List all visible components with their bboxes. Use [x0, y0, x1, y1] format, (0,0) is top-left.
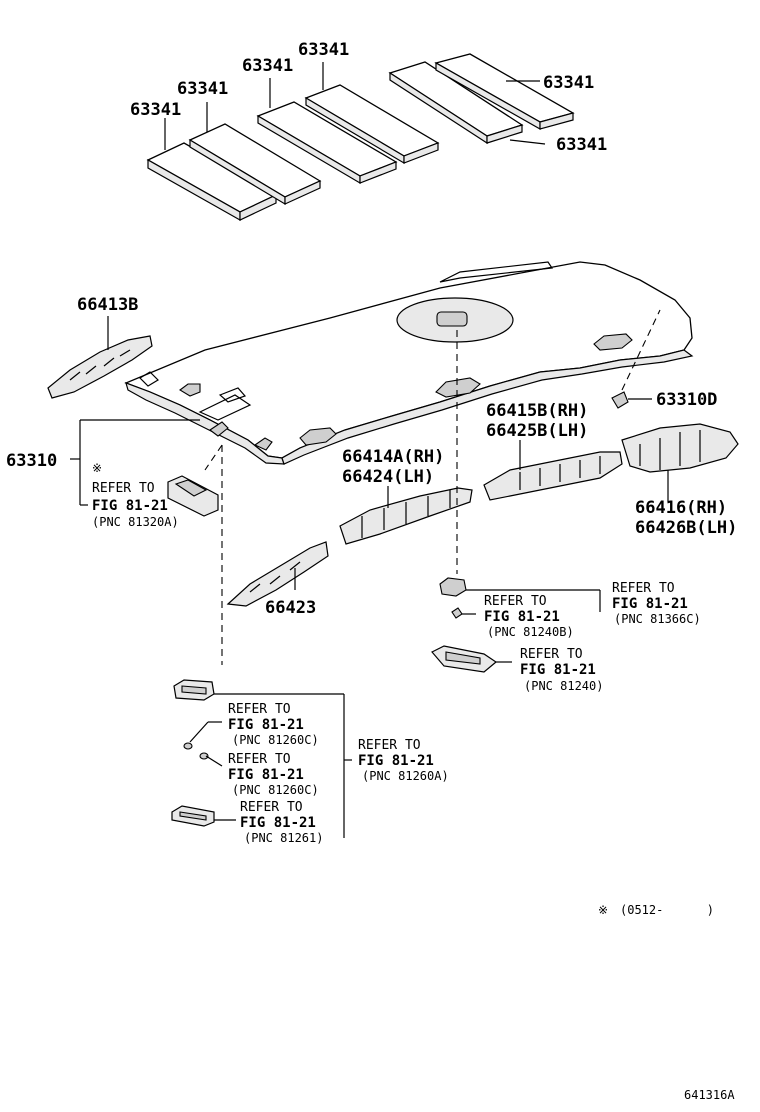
part-66414a	[339, 487, 473, 545]
ref-b-line2: FIG 81-21	[484, 609, 560, 625]
pad-label-5: 63341	[543, 73, 594, 93]
ref-f-line2: FIG 81-21	[228, 767, 304, 783]
pad-label-1: 63341	[130, 100, 181, 120]
ref-g-line1: REFER TO	[358, 738, 421, 753]
ref-f-line1: REFER TO	[228, 752, 291, 767]
figure-code: 641316A	[684, 1088, 735, 1102]
bulb-81260c-2	[199, 752, 209, 760]
ref-d-line2: FIG 81-21	[520, 662, 596, 678]
asterisk-mark: ※	[92, 461, 102, 475]
ref-h-line3: (PNC 81261)	[244, 831, 323, 845]
pad-label-6: 63341	[556, 135, 607, 155]
ref-e-line2: FIG 81-21	[228, 717, 304, 733]
room-lamp-81260a	[173, 679, 215, 701]
ref-e-line3: (PNC 81260C)	[232, 733, 319, 747]
pad-group	[146, 53, 575, 222]
label-66426b: 66426B(LH)	[635, 518, 737, 538]
headliner	[124, 261, 694, 465]
pad-2	[188, 123, 322, 206]
ref-c-line3: (PNC 81366C)	[614, 612, 701, 626]
label-66424: 66424(LH)	[342, 467, 434, 487]
label-66413b: 66413B	[77, 295, 138, 315]
bulb-81260c-1	[183, 742, 193, 750]
ref-h-line2: FIG 81-21	[240, 815, 316, 831]
map-lamp-81240	[431, 645, 498, 673]
roof-console-bracket	[167, 475, 219, 517]
ref-c-line2: FIG 81-21	[612, 596, 688, 612]
ref-b-line3: (PNC 81240B)	[487, 625, 574, 639]
pad-5	[388, 61, 524, 145]
label-66423: 66423	[265, 598, 316, 618]
ref-a-line2: FIG 81-21	[92, 498, 168, 514]
part-66415b	[483, 451, 623, 501]
label-66415b: 66415B(RH)	[486, 401, 588, 421]
lens-81261	[171, 805, 215, 827]
label-66416: 66416(RH)	[635, 498, 727, 518]
ref-g-line3: (PNC 81260A)	[362, 769, 449, 783]
ref-d-line1: REFER TO	[520, 647, 583, 662]
pad-4	[304, 84, 440, 165]
ref-f-line3: (PNC 81260C)	[232, 783, 319, 797]
label-66425b: 66425B(LH)	[486, 421, 588, 441]
ref-d-line3: (PNC 81240)	[524, 679, 603, 693]
ref-h-line1: REFER TO	[240, 800, 303, 815]
dome-lamp-81366c	[439, 577, 467, 597]
label-66414a: 66414A(RH)	[342, 447, 444, 467]
ref-b-line1: REFER TO	[484, 594, 547, 609]
clip-81240b	[451, 607, 463, 619]
pad-6	[434, 53, 575, 131]
footnote-mark: ※	[598, 903, 608, 917]
pad-1	[146, 142, 278, 222]
ref-a-line3: (PNC 81320A)	[92, 515, 179, 529]
label-63310: 63310	[6, 451, 57, 471]
pad-label-4: 63341	[298, 40, 349, 60]
ref-e-line1: REFER TO	[228, 702, 291, 717]
ref-c-line1: REFER TO	[612, 581, 675, 596]
ref-a-line1: REFER TO	[92, 481, 155, 496]
footnote-text: (0512- )	[620, 903, 714, 917]
label-63310d: 63310D	[656, 390, 717, 410]
part-66416	[621, 423, 739, 473]
pad-label-2: 63341	[177, 79, 228, 99]
part-63310d	[611, 391, 629, 409]
pad-3	[256, 101, 398, 185]
pad-label-3: 63341	[242, 56, 293, 76]
part-66413b	[47, 335, 153, 399]
part-66423	[226, 541, 329, 607]
ref-g-line2: FIG 81-21	[358, 753, 434, 769]
